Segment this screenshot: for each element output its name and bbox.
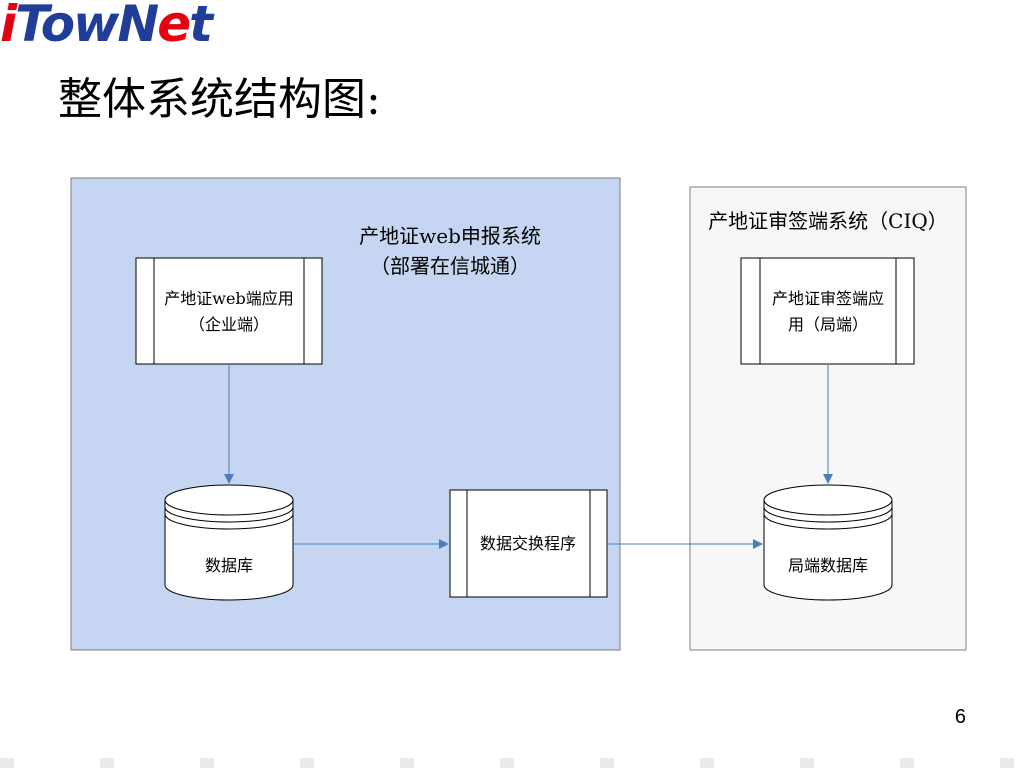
bottom-decorative-stripe: [0, 758, 1024, 768]
page-title: 整体系统结构图:: [58, 74, 381, 125]
node-exchange-box: [449, 489, 608, 598]
node-database-body: [164, 500, 294, 601]
node-database-top: [164, 484, 294, 516]
node-local-db-ring1: [763, 506, 893, 523]
node-database-ring1: [164, 506, 294, 523]
logo-letter-i: i: [0, 0, 17, 53]
left-system-title-line2: （部署在信城通）: [370, 254, 530, 278]
node-database-ring2: [164, 513, 294, 530]
node-web-app: 产地证web端应用 （企业端）: [135, 257, 323, 365]
node-sign-app-label-line2: 用（局端）: [788, 315, 868, 334]
node-database: 数据库: [164, 484, 294, 601]
logo-letter-e: e: [157, 0, 191, 53]
node-local-db-ring2: [763, 513, 893, 530]
node-exchange-label: 数据交换程序: [480, 534, 576, 553]
node-exchange: 数据交换程序: [449, 489, 608, 598]
left-system-title-line1: 产地证web申报系统: [359, 224, 541, 248]
node-sign-app: 产地证审签端应 用（局端）: [740, 257, 915, 365]
logo-letter-t: t: [189, 0, 213, 53]
node-sign-app-label-line1: 产地证审签端应: [772, 289, 884, 308]
node-sign-app-box: [740, 257, 915, 365]
node-web-app-label-line1: 产地证web端应用: [164, 289, 293, 308]
node-web-app-box: [135, 257, 323, 365]
node-local-db-body: [763, 500, 893, 601]
right-system-title: 产地证审签端系统（CIQ）: [708, 209, 948, 233]
node-web-app-label-line2: （企业端）: [189, 315, 269, 334]
node-local-db-top: [763, 484, 893, 516]
logo-letters-town: TowN: [15, 0, 159, 53]
itownet-logo: iTowNet: [0, 0, 213, 54]
node-database-label: 数据库: [205, 556, 253, 575]
node-local-db-label: 局端数据库: [788, 556, 868, 575]
node-local-db: 局端数据库: [763, 484, 893, 601]
page-number: 6: [954, 706, 966, 728]
